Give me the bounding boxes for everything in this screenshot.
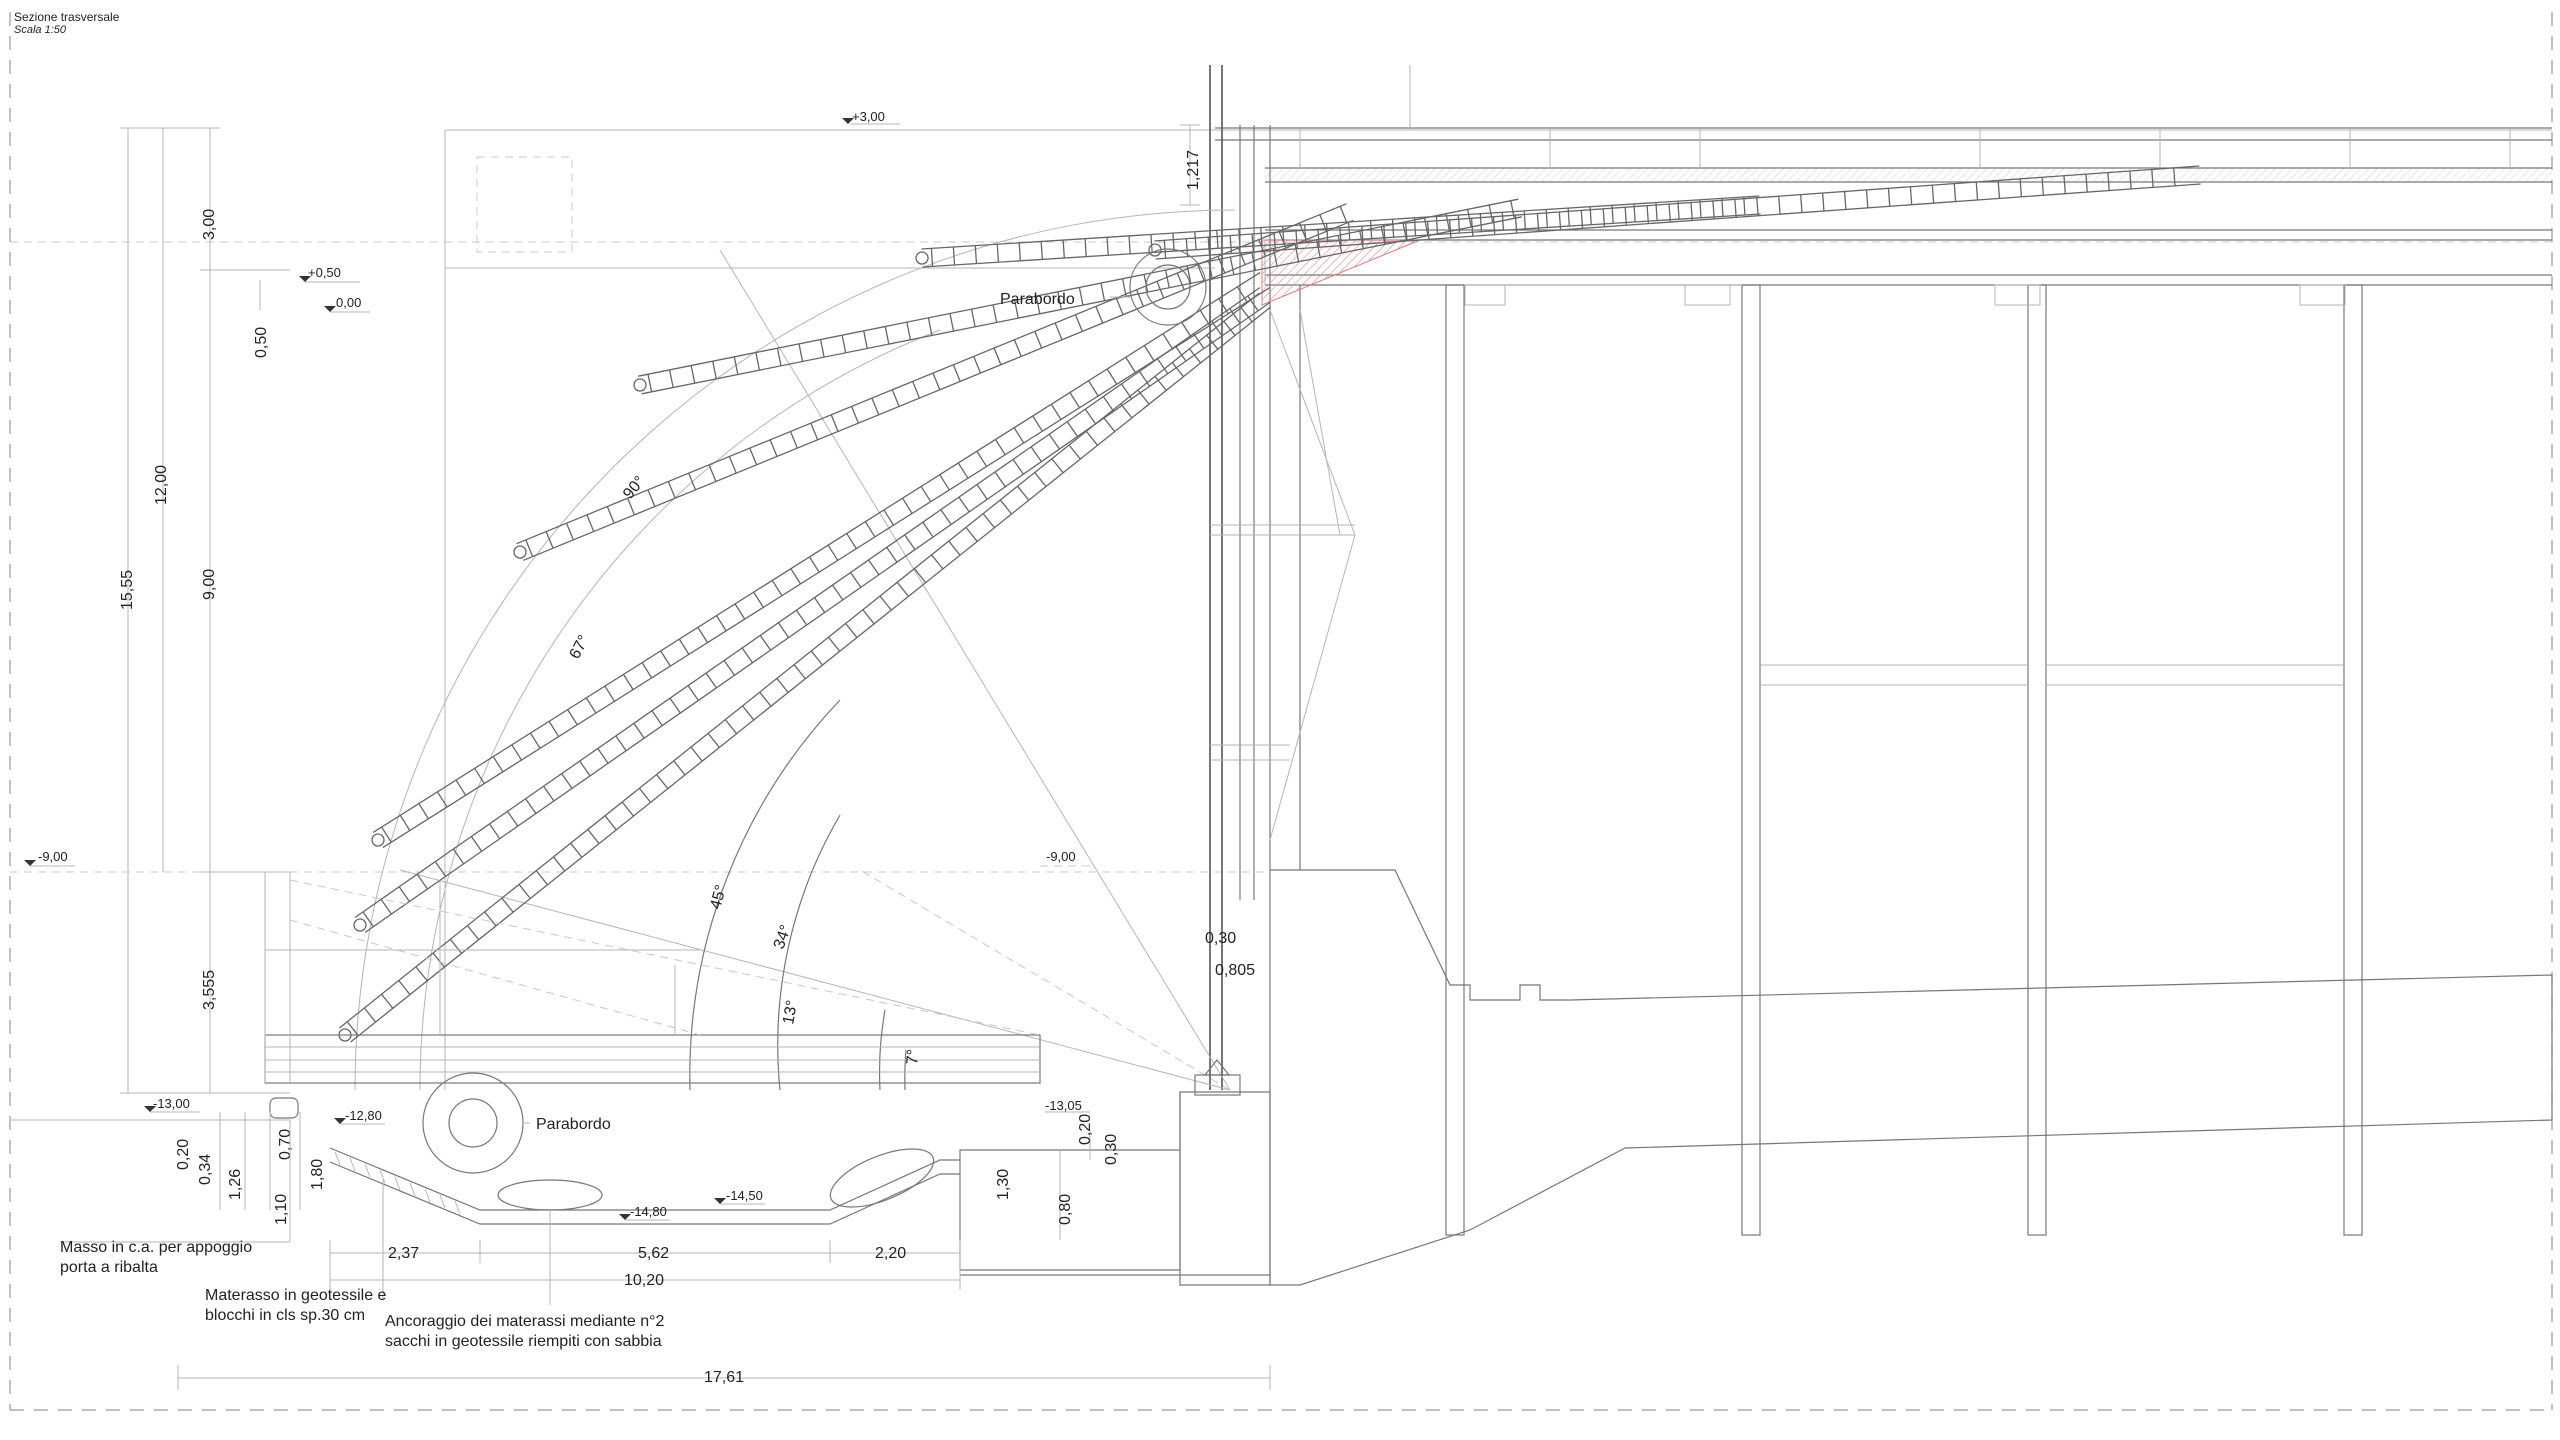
gate-lowered-frame bbox=[264, 872, 1241, 1096]
dim-0805: 0,805 bbox=[1215, 962, 1255, 979]
dim-130: 1,30 bbox=[995, 1169, 1012, 1200]
level-plus050: +0,50 bbox=[308, 265, 341, 280]
angle-arcs bbox=[354, 209, 1236, 1091]
dim-020a: 0,20 bbox=[175, 1139, 192, 1170]
level-minus1305: -13,05 bbox=[1045, 1098, 1082, 1113]
dim-080: 0,80 bbox=[1057, 1194, 1074, 1225]
dim-300: 3,00 bbox=[201, 209, 218, 240]
level-minus1300: -13,00 bbox=[153, 1096, 190, 1111]
dim-220: 2,20 bbox=[875, 1245, 906, 1262]
deck-structure bbox=[1215, 127, 2552, 1236]
angle-13: 13° bbox=[780, 999, 801, 1026]
dim-070: 0,70 bbox=[277, 1129, 294, 1160]
gate-flap-arm bbox=[338, 292, 1272, 1043]
dim-020b: 0,20 bbox=[1077, 1114, 1094, 1145]
label-masso-line1: Masso in c.a. per appoggio bbox=[60, 1239, 252, 1256]
vertical-dimensions: 15,55 12,00 3,00 0,50 9,00 3,555 1,217 0… bbox=[119, 124, 1255, 1240]
deck-columns bbox=[1445, 284, 2363, 1236]
gate-flap-arm bbox=[353, 287, 1271, 933]
concrete-foundation bbox=[959, 869, 2553, 1286]
dim-562: 5,62 bbox=[638, 1245, 669, 1262]
gate-flap-arm bbox=[915, 195, 1761, 268]
level-minus1480: -14,80 bbox=[630, 1204, 667, 1219]
dim-1217: 1,217 bbox=[1185, 150, 1202, 190]
drawing-title-block: Sezione trasversale Scala 1:50 bbox=[14, 10, 119, 36]
dim-180: 1,80 bbox=[309, 1159, 326, 1190]
fenders bbox=[422, 248, 1207, 1174]
gate-flap-arm bbox=[371, 271, 1271, 849]
gate-housing-outline bbox=[444, 130, 1215, 1090]
dim-1200: 12,00 bbox=[153, 465, 170, 505]
dim-900: 9,00 bbox=[201, 569, 218, 600]
dim-034: 0,34 bbox=[197, 1154, 214, 1185]
label-materasso-line1: Materasso in geotessile e bbox=[205, 1287, 387, 1304]
gate-flap-arm bbox=[1148, 165, 2201, 260]
level-minus1280: -12,80 bbox=[345, 1108, 382, 1123]
dim-3555: 3,555 bbox=[201, 970, 218, 1010]
drawing-title: Sezione trasversale bbox=[14, 10, 120, 24]
angle-45: 45° bbox=[707, 883, 730, 911]
deck-railing bbox=[1299, 128, 2511, 168]
label-parabordo-top: Parabordo bbox=[1000, 291, 1075, 308]
angle-90: 90° bbox=[620, 473, 649, 502]
dim-030b: 0,30 bbox=[1103, 1134, 1120, 1165]
level-minus900-left: -9,00 bbox=[38, 849, 68, 864]
angle-67: 67° bbox=[567, 633, 593, 662]
level-minus1450: -14,50 bbox=[726, 1188, 763, 1203]
sheet-frame bbox=[9, 12, 2553, 1411]
level-plus300: +3,00 bbox=[852, 109, 885, 124]
dim-126: 1,26 bbox=[227, 1169, 244, 1200]
callouts: Parabordo Parabordo Masso in c.a. per ap… bbox=[60, 291, 1075, 1350]
label-parabordo-bottom: Parabordo bbox=[536, 1116, 611, 1133]
drawing-scale: Scala 1:50 bbox=[14, 24, 66, 36]
angle-34: 34° bbox=[771, 923, 795, 952]
dim-110: 1,10 bbox=[273, 1194, 290, 1225]
dim-1020: 10,20 bbox=[624, 1272, 664, 1289]
dim-237: 2,37 bbox=[388, 1245, 419, 1262]
dim-1555: 15,55 bbox=[119, 570, 136, 610]
horizontal-dimensions: 2,37 5,62 2,20 10,20 17,61 bbox=[177, 1240, 1271, 1390]
angle-7: 7° bbox=[904, 1049, 922, 1066]
label-ancoraggio-line2: sacchi in geotessile riempiti con sabbia bbox=[385, 1333, 662, 1350]
gate-flap-positions bbox=[338, 165, 2201, 1043]
gate-flap-arm bbox=[633, 198, 1522, 395]
label-materasso-line2: blocchi in cls sp.30 cm bbox=[205, 1307, 365, 1324]
angle-labels: 90° 67° 45° 34° 13° 7° bbox=[567, 473, 923, 1065]
level-markers: +3,00 +0,50 0,00 -9,00 -9,00 -13,00 -12,… bbox=[24, 109, 1090, 1221]
dim-1761: 17,61 bbox=[704, 1369, 744, 1386]
dim-050: 0,50 bbox=[253, 327, 270, 358]
gate-flap-arm bbox=[513, 203, 1354, 561]
level-000: 0,00 bbox=[336, 295, 361, 310]
label-ancoraggio-line1: Ancoraggio dei materassi mediante n°2 bbox=[385, 1313, 665, 1330]
dim-030a: 0,30 bbox=[1205, 930, 1236, 947]
label-masso-line2: porta a ribalta bbox=[60, 1259, 158, 1276]
level-minus900-mid: -9,00 bbox=[1046, 849, 1076, 864]
